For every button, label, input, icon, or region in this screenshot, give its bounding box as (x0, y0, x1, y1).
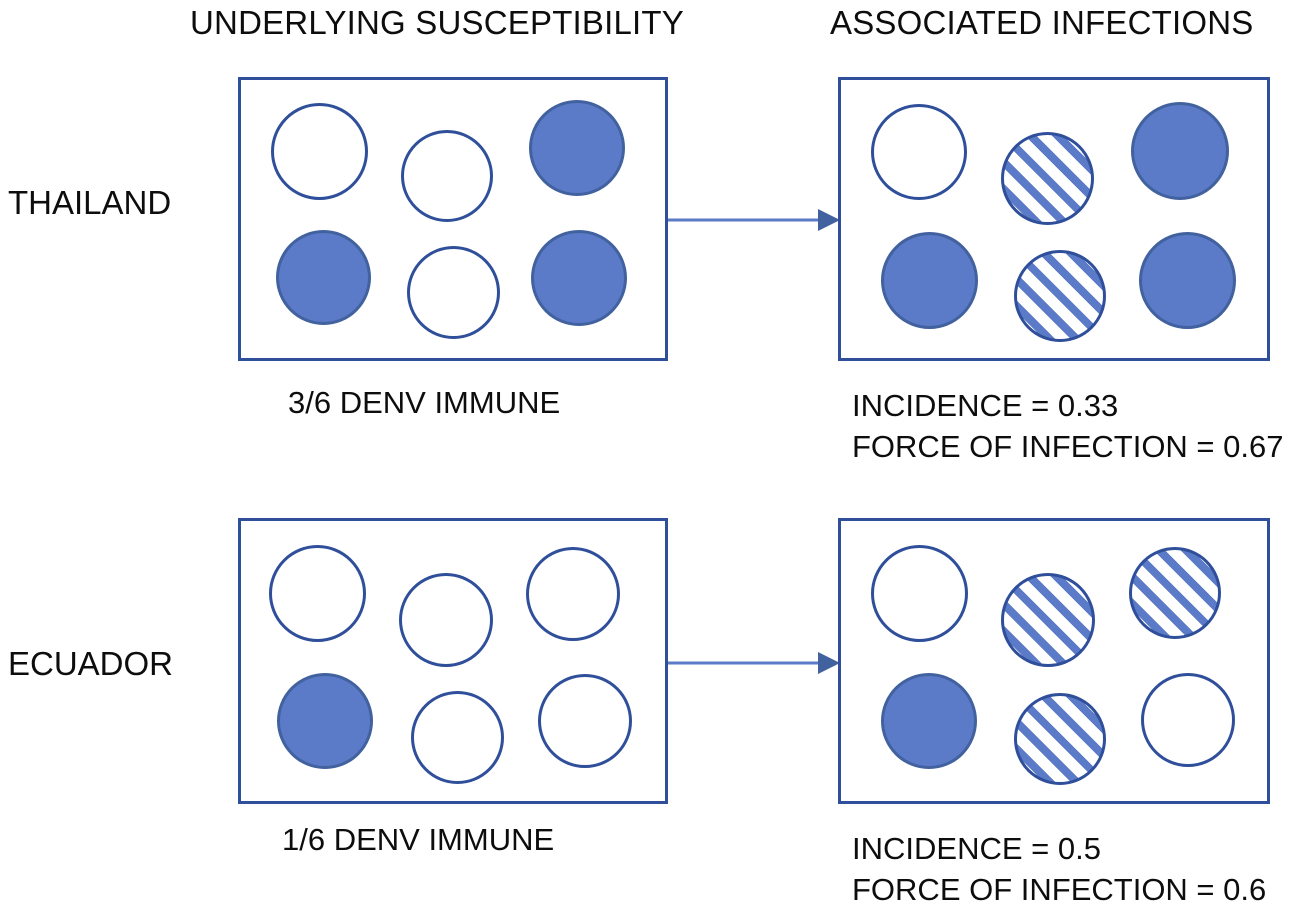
metric-incidence: INCIDENCE = 0.33 (852, 388, 1119, 423)
population-circle-filled (276, 230, 371, 325)
infection-circle-hatched (1001, 573, 1095, 667)
infection-circle-filled (881, 232, 978, 329)
caption-thailand-immune-fraction: 3/6 DENV IMMUNE (288, 385, 561, 420)
infection-circle-open (871, 104, 967, 200)
infection-circle-filled (1139, 232, 1236, 329)
infection-circle-filled (1131, 102, 1229, 200)
population-circle-open (407, 246, 500, 339)
arrow-thailand-susceptibility-to-infections (668, 208, 840, 232)
arrow-ecuador-susceptibility-to-infections (668, 651, 840, 675)
row-label-ecuador: ECUADOR (8, 645, 174, 682)
population-circle-open (399, 573, 493, 667)
metrics-ecuador: INCIDENCE = 0.5 FORCE OF INFECTION = 0.6 (852, 828, 1266, 910)
infection-circle-hatched (1129, 547, 1221, 639)
population-circle-open (411, 691, 504, 784)
infection-circle-open (871, 545, 968, 642)
infection-circle-hatched (1014, 693, 1106, 785)
metric-incidence: INCIDENCE = 0.5 (852, 831, 1101, 866)
population-circle-open (269, 545, 366, 642)
row-label-thailand: THAILAND (8, 184, 172, 221)
infection-circle-open (1141, 673, 1235, 767)
column-heading-underlying-susceptibility: UNDERLYING SUSCEPTIBILITY (190, 4, 684, 41)
population-circle-filled (529, 100, 625, 196)
metric-force-of-infection: FORCE OF INFECTION = 0.6 (852, 872, 1267, 907)
population-circle-filled (277, 673, 373, 769)
population-circle-open (526, 547, 620, 641)
infection-circle-hatched (1014, 250, 1106, 342)
column-heading-associated-infections: ASSOCIATED INFECTIONS (830, 4, 1254, 41)
population-circle-filled (531, 230, 627, 326)
infection-circle-filled (881, 673, 977, 769)
population-circle-open (271, 103, 368, 200)
panel-ecuador-susceptibility (238, 518, 668, 804)
panel-thailand-infections (838, 77, 1270, 361)
caption-ecuador-immune-fraction: 1/6 DENV IMMUNE (282, 822, 555, 857)
infection-circle-hatched (1001, 132, 1094, 225)
population-circle-open (401, 130, 493, 222)
panel-thailand-susceptibility (238, 77, 668, 361)
metric-force-of-infection: FORCE OF INFECTION = 0.67 (852, 429, 1284, 464)
panel-ecuador-infections (838, 518, 1270, 804)
metrics-thailand: INCIDENCE = 0.33 FORCE OF INFECTION = 0.… (852, 385, 1284, 467)
population-circle-open (538, 674, 632, 768)
